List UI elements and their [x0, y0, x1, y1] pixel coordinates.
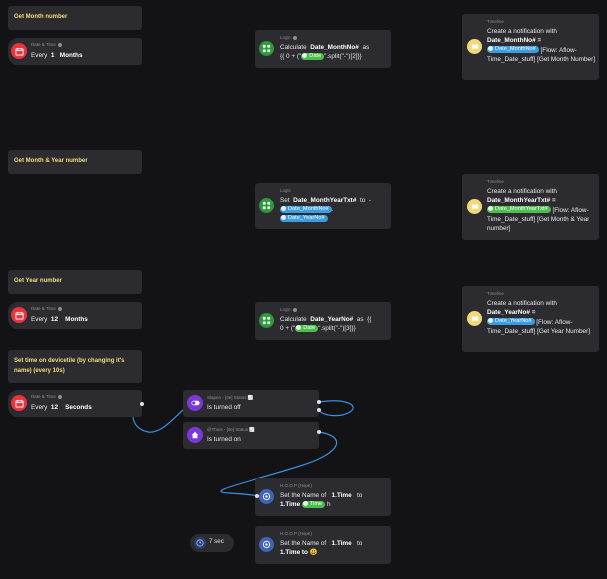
logic-category: Logic: [280, 307, 297, 312]
hoop-icon: [259, 489, 274, 504]
condition-text: Is turned on: [207, 436, 241, 443]
condition-off-input-port[interactable]: [317, 408, 321, 412]
hoop-card-set-name-time[interactable]: H.O.O.P (Hope) Set the Name of 1.Time to…: [255, 478, 391, 516]
condition-category: @Thuis - [0e] Status 📈: [207, 427, 255, 432]
chat-bubble-icon: [467, 311, 482, 326]
timeline-text: Create a notification with Date_YearNo# …: [487, 300, 591, 335]
tag-date-yearno: Date_YearNo#: [487, 317, 535, 326]
chat-bubble-icon: [467, 39, 482, 54]
condition-card-thuis-on[interactable]: @Thuis - [0e] Status 📈 Is turned on: [183, 422, 319, 449]
trigger-text: Every 1 Months: [31, 52, 83, 59]
timeline-card-yearno[interactable]: Timeline Create a notification with Date…: [462, 286, 599, 352]
tag-date-yearno: Date_YearNo#: [280, 214, 328, 223]
note-get-month-year: Get Month & Year number: [8, 150, 142, 174]
logic-category: Logic: [280, 188, 291, 193]
hoop-category: H.O.O.P (Hope): [280, 531, 312, 536]
home-icon: [187, 427, 203, 443]
timeline-card-monthyeartxt[interactable]: Timeline Create a notification with Date…: [462, 174, 599, 240]
timeline-category: Timeline: [487, 291, 504, 296]
logic-text: Calculate Date_YearNo# as {{ 0 + ("Date"…: [280, 316, 372, 333]
note-text: Set time on devicetile (by changing it's…: [14, 358, 125, 374]
timeline-category: Timeline: [487, 19, 504, 24]
hoop-icon: [259, 537, 274, 552]
delay-node[interactable]: 7 sec: [190, 534, 234, 552]
logic-text: Calculate Date_MonthNo# as {{ 0 + ("Date…: [280, 44, 370, 61]
logic-card-set-monthyeartxt[interactable]: Logic Set Date_MonthYearTxt# to - Date_M…: [255, 183, 391, 229]
tag-time: Time: [301, 500, 326, 509]
logic-card-calculate-yearno[interactable]: Logic Calculate Date_YearNo# as {{ 0 + (…: [255, 302, 391, 340]
note-text: Get Month & Year number: [14, 158, 88, 165]
trigger-text: Every 12 Seconds: [31, 404, 92, 411]
note-text: Get Month number: [14, 14, 68, 21]
trigger-output-port[interactable]: [140, 402, 144, 406]
tag-date-monthyeartxt: Date_MonthYearTxt#: [487, 205, 551, 214]
condition-category: Slapen - [0e] Status 📈: [207, 395, 254, 400]
condition-on-output-port[interactable]: [317, 430, 321, 434]
tag-date-monthno: Date_MonthNo#: [280, 205, 332, 214]
trigger-category: Date & Time: [31, 306, 62, 311]
condition-text: Is turned off: [207, 404, 241, 411]
note-set-time-devicetile: Set time on devicetile (by changing it's…: [8, 350, 142, 383]
clock-icon: [194, 537, 206, 549]
tag-date: Date: [295, 324, 319, 333]
note-get-year: Get Year number: [8, 270, 142, 294]
hoop-text: Set the Name of 1.Time to 1.Time Time h: [280, 492, 363, 509]
hoop-text: Set the Name of 1.Time to 1.Time to 😃: [280, 540, 363, 557]
timeline-card-monthno[interactable]: Timeline Create a notification with Date…: [462, 14, 599, 80]
chat-bubble-icon: [467, 199, 482, 214]
delay-label: 7 sec: [209, 538, 224, 545]
tag-date: Date: [301, 52, 325, 61]
toggle-icon: [187, 395, 203, 411]
logic-blocks-icon: [259, 313, 274, 328]
wire-condition-on-to-hoop: [220, 431, 338, 497]
logic-blocks-icon: [259, 41, 274, 56]
smiley-emoji: 😃: [309, 549, 318, 557]
wire-condition-off-loop: [318, 400, 354, 417]
hoop-input-port[interactable]: [255, 494, 259, 498]
trigger-category: Date & Time: [31, 394, 62, 399]
note-text: Get Year number: [14, 278, 62, 285]
tag-date-monthno: Date_MonthNo#: [487, 45, 539, 54]
hoop-card-set-name-emoji[interactable]: H.O.O.P (Hope) Set the Name of 1.Time to…: [255, 526, 391, 564]
logic-text: Set Date_MonthYearTxt# to - Date_MonthNo…: [280, 197, 371, 223]
condition-off-output-port[interactable]: [317, 400, 321, 404]
trigger-card-every-12-seconds[interactable]: Date & Time Every 12 Seconds: [8, 390, 142, 417]
condition-card-slapen-off[interactable]: Slapen - [0e] Status 📈 Is turned off: [183, 390, 319, 417]
calendar-clock-icon: [11, 395, 27, 411]
logic-blocks-icon: [259, 198, 274, 213]
trigger-text: Every 12 Months: [31, 316, 88, 323]
calendar-clock-icon: [11, 43, 27, 59]
trigger-category: Date & Time: [31, 42, 62, 47]
note-get-month: Get Month number: [8, 6, 142, 30]
calendar-clock-icon: [11, 307, 27, 323]
logic-card-calculate-monthno[interactable]: Logic Calculate Date_MonthNo# as {{ 0 + …: [255, 30, 391, 68]
timeline-text: Create a notification with Date_MonthYea…: [487, 188, 590, 233]
timeline-category: Timeline: [487, 179, 504, 184]
trigger-card-every-1-months[interactable]: Date & Time Every 1 Months: [8, 38, 142, 65]
timeline-text: Create a notification with Date_MonthNo#…: [487, 28, 595, 63]
logic-category: Logic: [280, 35, 297, 40]
trigger-card-every-12-months[interactable]: Date & Time Every 12 Months: [8, 302, 142, 329]
hoop-category: H.O.O.P (Hope): [280, 483, 312, 488]
